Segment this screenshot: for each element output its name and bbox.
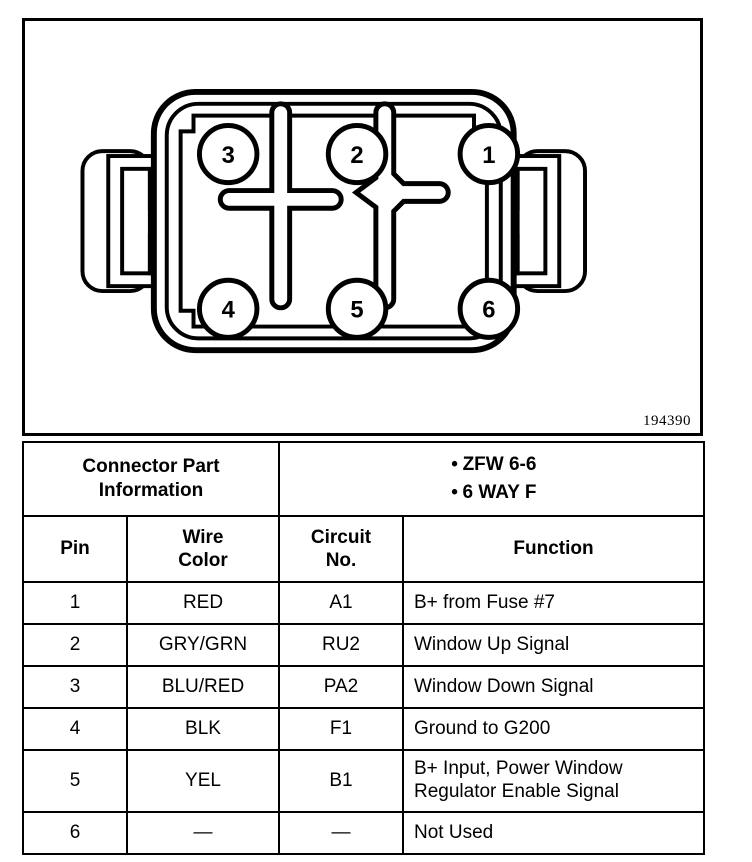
cell-pin: 1 bbox=[22, 581, 128, 625]
cell-pin: 2 bbox=[22, 623, 128, 667]
column-header-function: Function bbox=[401, 515, 706, 583]
cell-pin: 4 bbox=[22, 707, 128, 751]
column-header-wire-color: Wire Color bbox=[126, 515, 280, 583]
pin-circle-2 bbox=[325, 123, 389, 186]
cpi-label-line1: Connector Part bbox=[82, 455, 220, 477]
cell-wire-color: BLU/RED bbox=[126, 665, 280, 709]
cell-circuit-no: F1 bbox=[278, 707, 404, 751]
cell-circuit-no: RU2 bbox=[278, 623, 404, 667]
pin-circle-1 bbox=[457, 123, 521, 186]
cell-pin: 6 bbox=[22, 811, 128, 855]
pin-circle-3 bbox=[196, 123, 260, 186]
connector-illustration-panel: 3 2 1 4 5 6 194390 bbox=[22, 18, 703, 436]
cell-circuit-no: A1 bbox=[278, 581, 404, 625]
connector-part-bullet-2-text: 6 WAY F bbox=[462, 482, 537, 503]
connector-part-information-label: Connector Part Information bbox=[22, 441, 280, 517]
pin-label-6: 6 bbox=[482, 298, 495, 324]
column-header-circuit-line2: No. bbox=[325, 550, 357, 571]
column-header-pin-text: Pin bbox=[60, 538, 90, 560]
bullet-dot-icon: • bbox=[451, 482, 458, 503]
cell-wire-color: YEL bbox=[126, 749, 280, 813]
connector-part-bullet-1: •ZFW 6-6 bbox=[280, 451, 703, 479]
cpi-label-line2: Information bbox=[98, 480, 204, 501]
column-header-circuit-no: Circuit No. bbox=[278, 515, 404, 583]
connector-part-bullet-1-text: ZFW 6-6 bbox=[462, 454, 537, 476]
pin-label-5: 5 bbox=[350, 298, 363, 324]
cell-wire-color: GRY/GRN bbox=[126, 623, 280, 667]
cell-pin: 3 bbox=[22, 665, 128, 709]
figure-id-number: 194390 bbox=[643, 413, 691, 429]
pin-label-2: 2 bbox=[350, 143, 363, 169]
column-header-pin: Pin bbox=[22, 515, 128, 583]
pin-label-3: 3 bbox=[222, 143, 235, 169]
pin-circle-4 bbox=[196, 277, 260, 340]
connector-drawing: 3 2 1 4 5 6 bbox=[80, 89, 588, 354]
pin-label-4: 4 bbox=[222, 298, 236, 324]
cell-circuit-no: B1 bbox=[278, 749, 404, 813]
cell-circuit-no: PA2 bbox=[278, 665, 404, 709]
column-header-wire-line2: Color bbox=[178, 550, 228, 571]
connector-part-bullet-2: •6 WAY F bbox=[280, 479, 703, 507]
cell-function-line1: B+ Input, Power Window bbox=[414, 758, 623, 780]
left-latch bbox=[80, 149, 158, 294]
cell-circuit-no: — bbox=[278, 811, 404, 855]
pin-circle-5 bbox=[325, 277, 389, 340]
table-row: 1 RED A1 B+ from Fuse #7 bbox=[22, 581, 706, 625]
table-row: 6 — — Not Used bbox=[22, 811, 706, 855]
pin-circles bbox=[196, 123, 521, 340]
cross-keyway bbox=[217, 101, 344, 311]
cell-function: Window Up Signal bbox=[401, 623, 706, 667]
table-row: 5 YEL B1 B+ Input, Power Window Regulato… bbox=[22, 749, 706, 813]
cell-function: Ground to G200 bbox=[401, 707, 706, 751]
column-header-wire-line1: Wire bbox=[182, 526, 224, 548]
pin-label-1: 1 bbox=[482, 143, 495, 169]
right-latch bbox=[509, 149, 588, 294]
connector-part-bullets: •ZFW 6-6 •6 WAY F bbox=[277, 441, 706, 517]
cell-function-line2: Regulator Enable Signal bbox=[414, 781, 619, 802]
bullet-dot-icon: • bbox=[451, 454, 458, 476]
cell-function: B+ Input, Power Window Regulator Enable … bbox=[401, 749, 706, 813]
cell-pin: 5 bbox=[22, 749, 128, 813]
cell-function: Window Down Signal bbox=[401, 665, 706, 709]
cell-wire-color: BLK bbox=[126, 707, 280, 751]
connector-pin-table: Connector Part Information •ZFW 6-6 •6 W… bbox=[22, 441, 706, 855]
column-header-circuit-line1: Circuit bbox=[310, 526, 372, 548]
table-header-row: Pin Wire Color Circuit No. Function bbox=[22, 515, 706, 583]
pin-circle-6 bbox=[457, 277, 521, 340]
cell-wire-color: — bbox=[126, 811, 280, 855]
table-row: 2 GRY/GRN RU2 Window Up Signal bbox=[22, 623, 706, 667]
column-header-function-text: Function bbox=[513, 538, 594, 560]
connector-part-information-row: Connector Part Information •ZFW 6-6 •6 W… bbox=[22, 441, 706, 517]
table-row: 4 BLK F1 Ground to G200 bbox=[22, 707, 706, 751]
cell-function: Not Used bbox=[401, 811, 706, 855]
cell-wire-color: RED bbox=[126, 581, 280, 625]
cell-function: B+ from Fuse #7 bbox=[401, 581, 706, 625]
table-row: 3 BLU/RED PA2 Window Down Signal bbox=[22, 665, 706, 709]
